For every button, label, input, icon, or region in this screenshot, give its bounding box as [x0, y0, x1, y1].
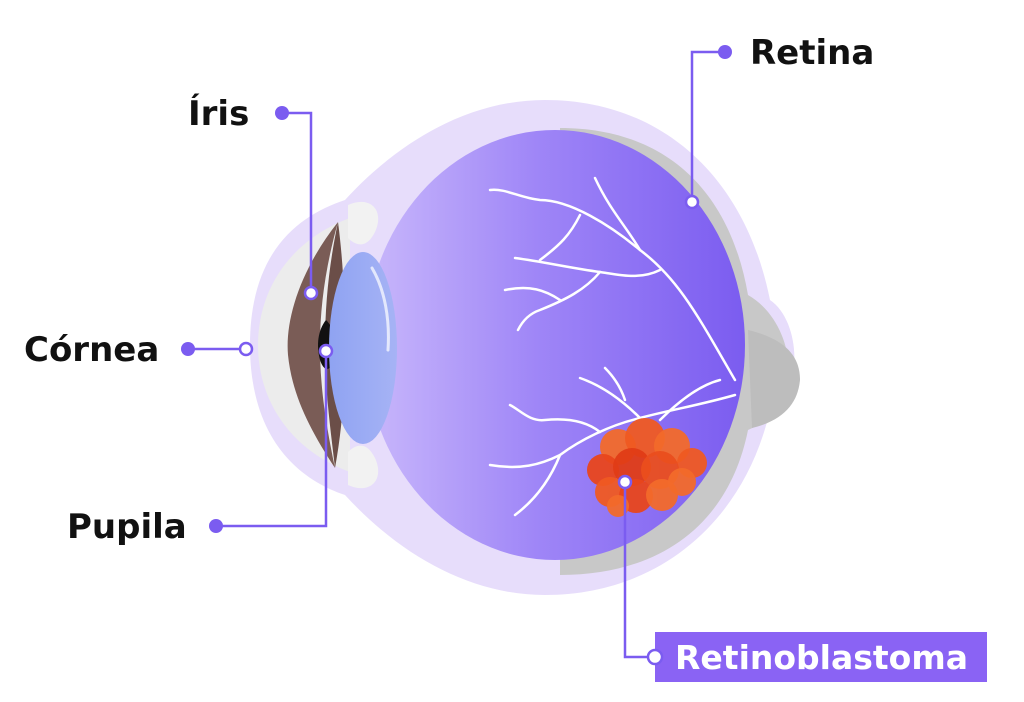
highlight-box: [655, 632, 987, 682]
iris-anchor-dot: [303, 285, 319, 301]
label-retina: Retina: [750, 33, 874, 73]
retinoblastoma-anchor-dot: [617, 474, 633, 490]
retina-anchor-dot: [684, 194, 700, 210]
pupil-dot: [209, 519, 223, 533]
label-retinoblastoma: Retinoblastoma: [675, 638, 968, 677]
eyeball: [365, 130, 745, 560]
pupil-anchor-dot: [318, 343, 334, 359]
iris-leader: [282, 111, 313, 293]
label-pupil: Pupila: [67, 507, 187, 547]
retinoblastoma-tumor: [587, 418, 707, 517]
retina-dot: [718, 45, 732, 59]
retinoblastoma-leader: [623, 482, 655, 659]
iris-dot: [275, 106, 289, 120]
leader-lines: [188, 50, 725, 659]
cornea-dot: [181, 342, 195, 356]
blood-vessels: [488, 176, 737, 517]
pupil-leader: [216, 351, 328, 528]
cornea-anchor-dot: [238, 341, 254, 357]
retinoblastoma-highlight: Retinoblastoma: [646, 632, 987, 682]
label-cornea: Córnea: [24, 330, 159, 370]
lens-shape: [329, 252, 397, 444]
label-iris: Íris: [188, 93, 249, 134]
retinoblastoma-dot: [646, 648, 664, 666]
ciliary-band: [348, 201, 379, 489]
retina-leader: [690, 50, 725, 202]
endpoint-dots: [181, 45, 732, 533]
